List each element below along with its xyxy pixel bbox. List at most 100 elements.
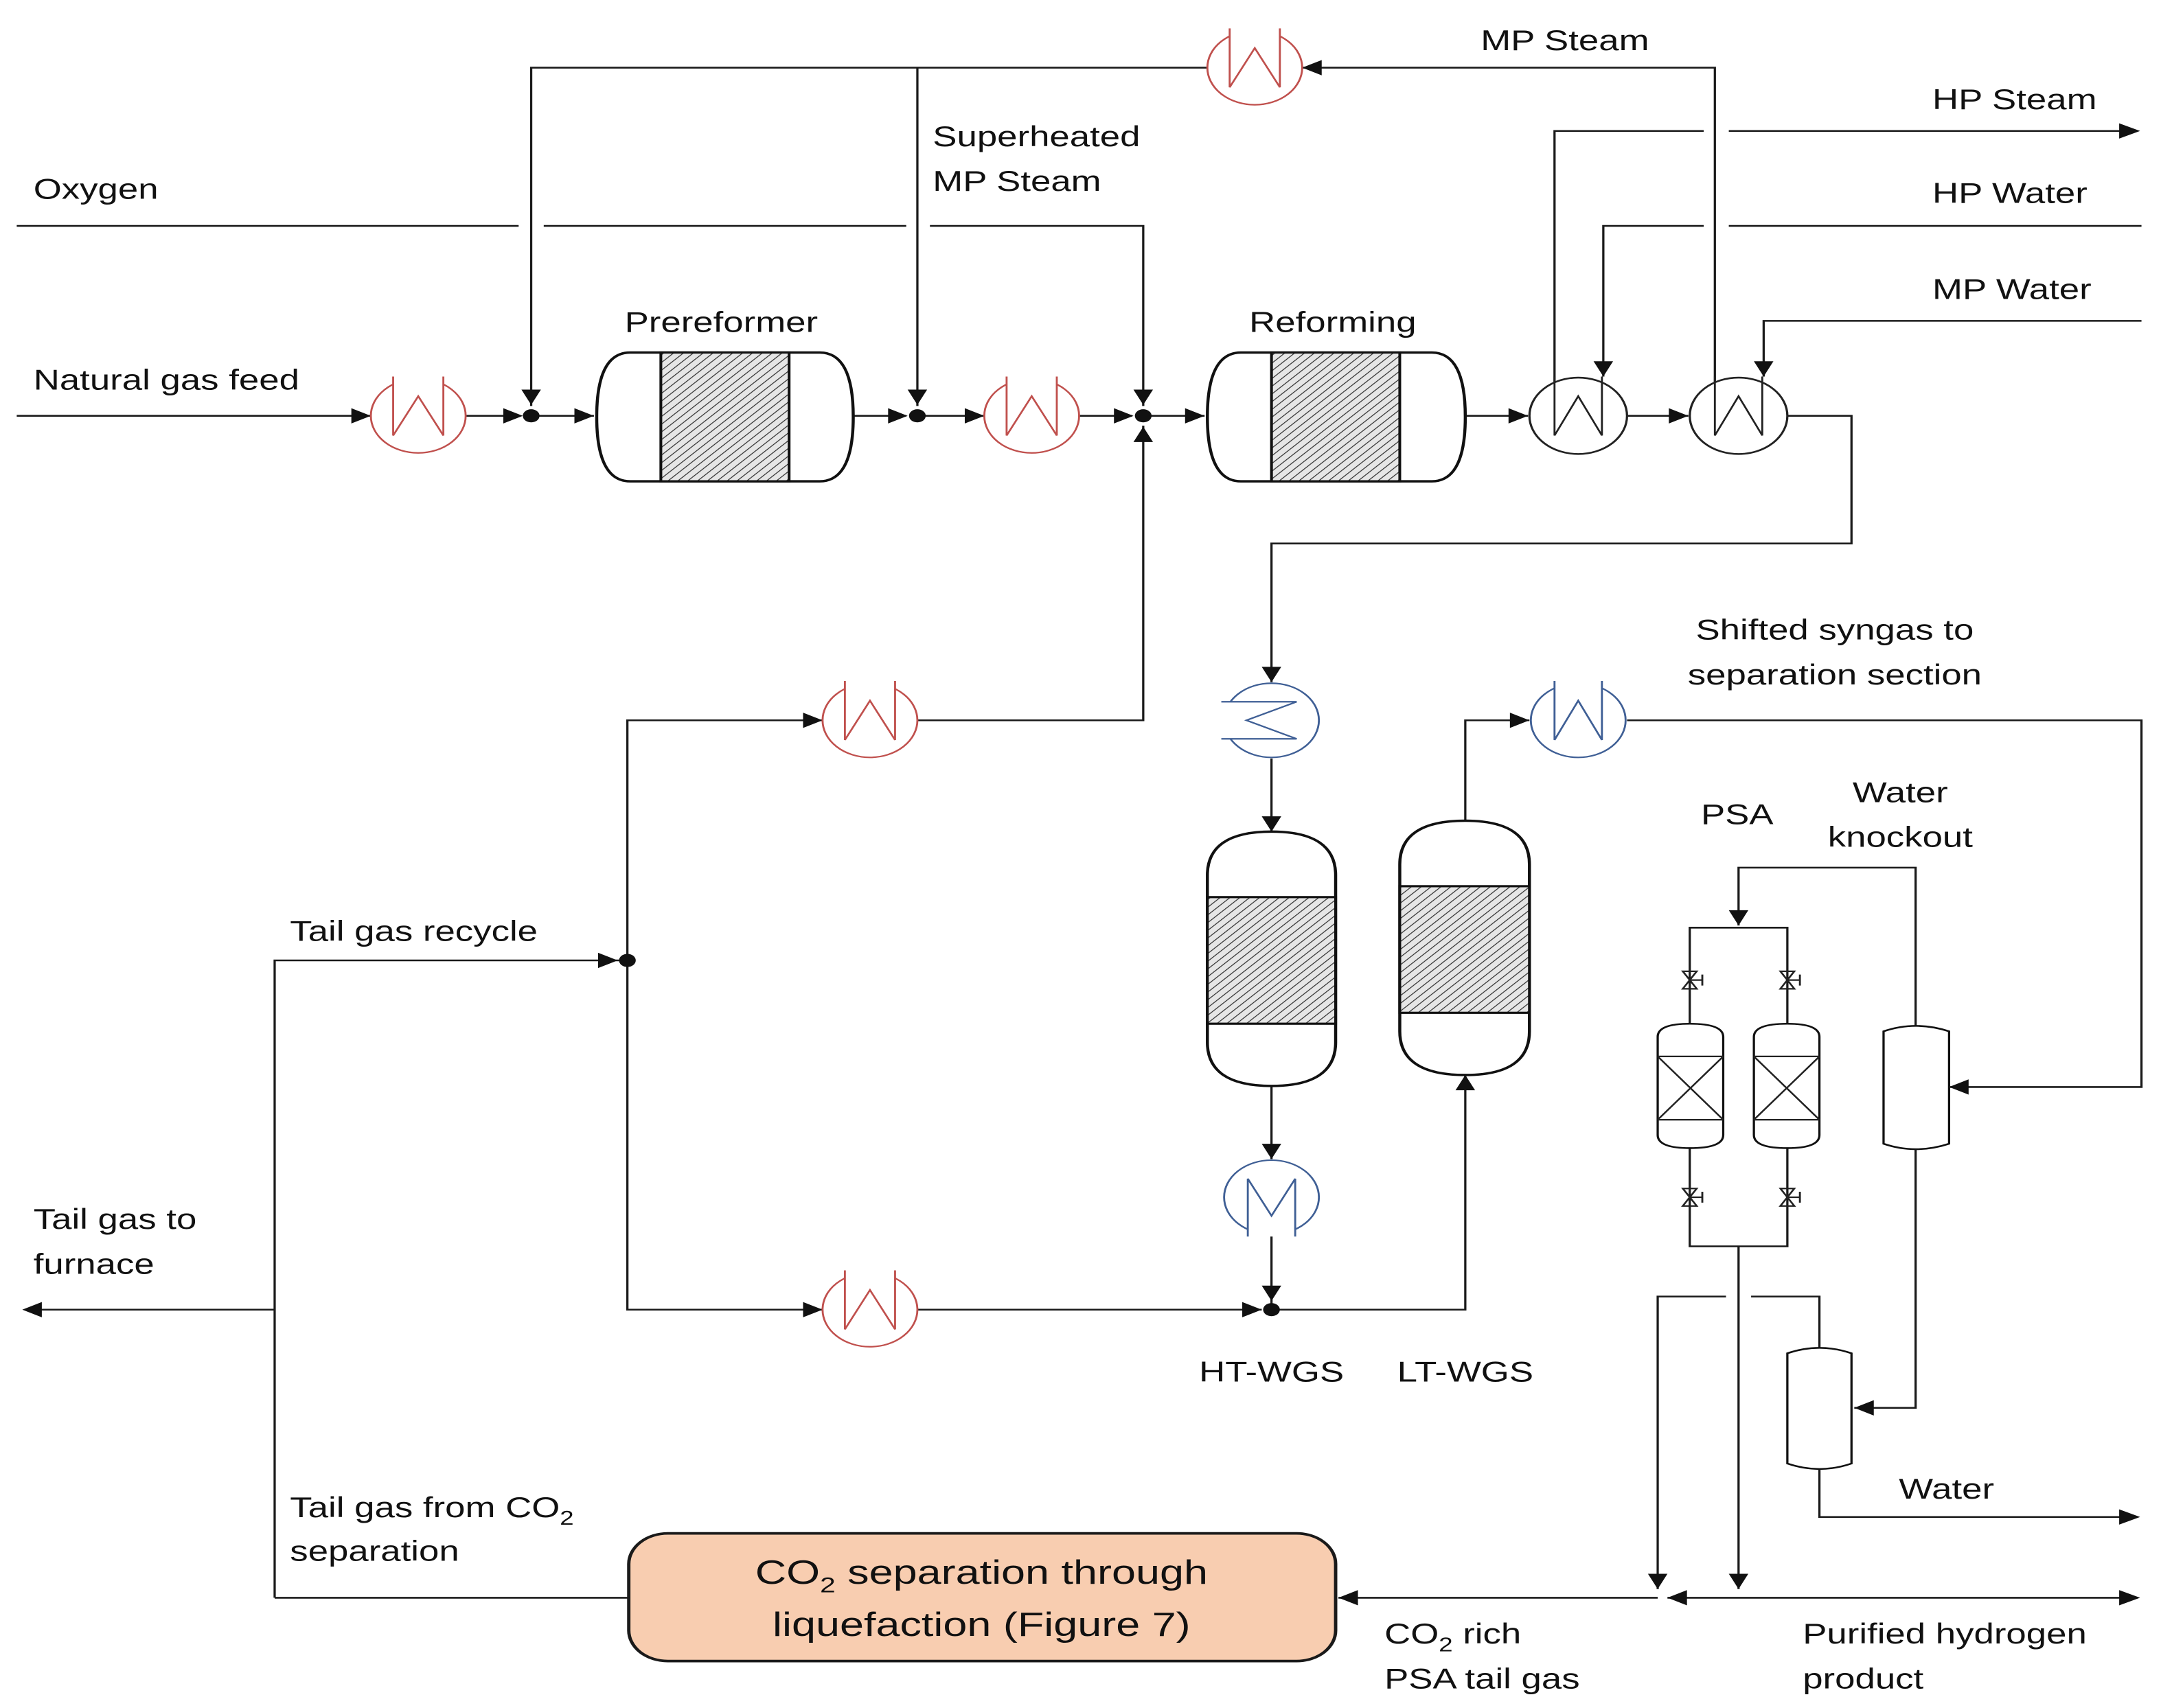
arrow-right	[1242, 1302, 1262, 1317]
lt-wgs-outlet-line	[1464, 719, 2143, 1088]
mp-water-label: MP Water	[1932, 274, 2092, 305]
heater-tail-gas-upper[interactable]	[821, 681, 919, 759]
hp-water-label: HP Water	[1932, 178, 2088, 209]
valve-icon	[1681, 1188, 1704, 1207]
tail-gas-recycle-label: Tail gas recycle	[290, 916, 538, 947]
arrow-left	[22, 1302, 42, 1317]
arrow-right	[2119, 1509, 2140, 1525]
arrow-right	[2119, 1590, 2140, 1606]
superheated-steam-label-2: MP Steam	[933, 166, 1101, 198]
arrow-down	[1754, 361, 1774, 377]
water-label: Water	[1899, 1473, 1994, 1505]
water-out-line	[1818, 1468, 2134, 1519]
mixing-junctions	[523, 409, 1280, 1317]
arrow-down	[1647, 1573, 1668, 1589]
arrow-down	[907, 389, 928, 405]
prereformer-vessel[interactable]	[595, 351, 855, 483]
valve-psa2-bottom[interactable]	[1779, 1188, 1801, 1207]
lt-wgs-label: LT-WGS	[1397, 1357, 1533, 1388]
mixing-junction-icon	[1263, 1303, 1280, 1317]
arrow-right	[803, 1302, 823, 1317]
arrow-left	[1302, 60, 1322, 76]
mixing-junction-icon	[908, 409, 926, 423]
arrow-right	[1114, 408, 1134, 424]
cooler-shifted-syngas[interactable]	[1529, 681, 1627, 759]
arrow-right	[598, 952, 618, 969]
co2-box-line2: liquefaction (Figure 7)	[773, 1606, 1191, 1643]
psa-tail-gas-line	[1338, 1295, 1821, 1599]
co2-separation-box[interactable]: CO2 separation through liquefaction (Fig…	[627, 1532, 1338, 1663]
hp-steam-line	[1553, 130, 2134, 416]
arrow-down	[1593, 361, 1614, 377]
shifted-syngas-label-1: Shifted syngas to	[1695, 614, 1974, 646]
mixing-junction-icon	[619, 954, 636, 967]
water-knockout-label-2: knockout	[1828, 822, 1973, 853]
tail-gas-to-furnace-label-1: Tail gas to	[34, 1203, 197, 1235]
cooler-lt-wgs-feed[interactable]	[1223, 1159, 1320, 1237]
ht-wgs-reactor[interactable]	[1206, 830, 1338, 1087]
hp-water-line	[1602, 224, 2142, 377]
arrow-right	[803, 713, 823, 728]
boiler-mp-steam[interactable]	[1689, 376, 1789, 455]
arrow-left	[1667, 1590, 1687, 1606]
arrow-right	[574, 408, 594, 424]
arrow-down	[1261, 667, 1281, 682]
tail-gas-from-co2-label-2: separation	[290, 1536, 459, 1567]
psa-bed-1[interactable]	[1656, 1022, 1725, 1149]
valve-icon	[1681, 970, 1704, 990]
valve-psa2-top[interactable]	[1779, 970, 1801, 990]
valve-icon	[1779, 970, 1801, 990]
valve-psa1-top[interactable]	[1681, 970, 1704, 990]
tail-gas-from-co2-label-1: Tail gas from CO2	[290, 1492, 573, 1529]
psa-bed-2[interactable]	[1752, 1022, 1821, 1149]
heater-mp-steam[interactable]	[1206, 28, 1303, 106]
arrow-right	[888, 408, 908, 424]
heater-ng-feed[interactable]	[369, 376, 467, 454]
second-knockout-drum[interactable]	[1786, 1347, 1853, 1470]
arrow-down	[521, 389, 541, 405]
reforming-label: Reforming	[1249, 307, 1416, 338]
flow-arrows	[22, 60, 2140, 1606]
reforming-vessel[interactable]	[1206, 351, 1467, 483]
mixing-junction-icon	[1134, 409, 1152, 423]
valve-psa1-bottom[interactable]	[1681, 1188, 1704, 1207]
knockout-liquid-line	[1854, 1148, 1917, 1409]
prereformer-label: Prereformer	[625, 307, 819, 338]
heater-tail-gas-lower[interactable]	[821, 1270, 919, 1348]
psa-top-manifold	[1689, 927, 1789, 1024]
arrow-up	[1133, 426, 1154, 442]
arrow-right	[1669, 408, 1689, 424]
arrow-right	[2119, 123, 2140, 139]
arrow-up	[1455, 1074, 1476, 1091]
arrow-right	[1508, 408, 1529, 424]
co2-box-line1: CO2 separation through	[755, 1553, 1208, 1597]
arrow-right	[351, 408, 371, 424]
arrow-right	[503, 408, 523, 424]
arrow-down	[1728, 1573, 1749, 1589]
arrow-right	[1509, 713, 1530, 728]
arrow-down	[1133, 389, 1154, 405]
oxygen-label: Oxygen	[34, 174, 159, 205]
water-knockout-drum[interactable]	[1882, 1025, 1951, 1151]
mp-steam-label: MP Steam	[1480, 25, 1649, 57]
hp-steam-label: HP Steam	[1932, 84, 2097, 115]
waste-heat-boiler-icon	[1689, 376, 1789, 455]
waste-heat-boiler-icon	[1528, 376, 1629, 455]
mp-water-line	[1762, 320, 2142, 377]
tail-gas-recycle-lower-line	[626, 960, 1262, 1311]
cooler-ht-wgs-feed[interactable]	[1221, 682, 1320, 759]
psa-bottom-manifold	[1689, 1148, 1789, 1247]
natural-gas-feed-label: Natural gas feed	[34, 365, 299, 396]
boiler-hp-steam[interactable]	[1528, 376, 1629, 455]
arrow-down	[1261, 816, 1281, 832]
arrow-right	[964, 408, 985, 424]
lt-wgs-reactor[interactable]	[1398, 819, 1531, 1076]
arrow-down	[1261, 1144, 1281, 1159]
valve-icon	[1779, 1188, 1801, 1207]
mixing-junction-icon	[523, 409, 540, 423]
co2-rich-label-2: PSA tail gas	[1384, 1663, 1580, 1695]
arrow-left	[1338, 1590, 1358, 1606]
knockout-to-psa-line	[1737, 866, 1917, 1026]
heater-reformer-feed[interactable]	[983, 376, 1080, 454]
